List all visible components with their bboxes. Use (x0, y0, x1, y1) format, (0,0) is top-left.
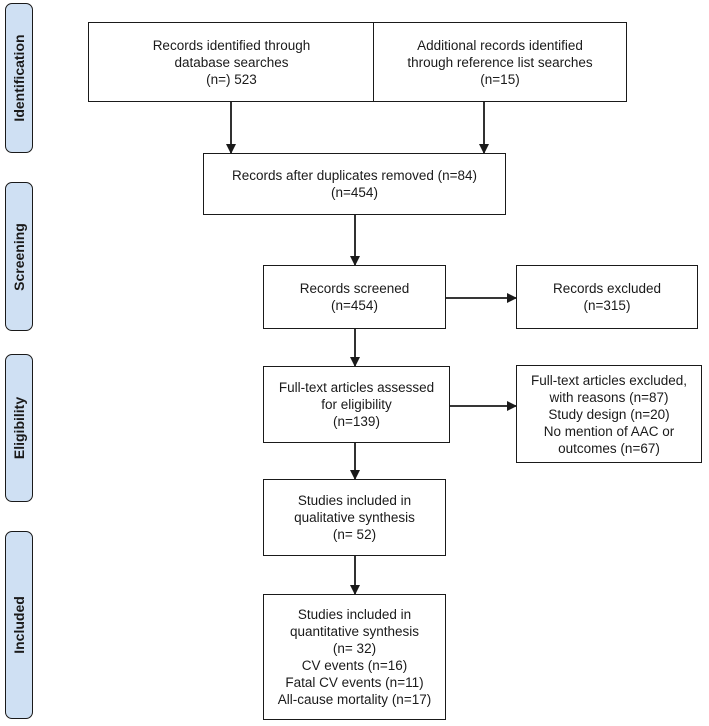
fulltext-assessed-line-2: for eligibility (321, 397, 392, 412)
quantitative-line-2: quantitative synthesis (289, 624, 420, 639)
fulltext-excluded-line-3: Study design (n=20) (548, 406, 670, 422)
qualitative-line-1: Studies included in (297, 493, 412, 508)
fulltext-excluded-line-1: Full-text articles excluded, (530, 372, 688, 388)
phase-screening: Screening (5, 182, 33, 331)
phase-included: Included (5, 531, 33, 719)
records-screened-line-2: (n=454) (331, 298, 378, 313)
records-screened-line-1: Records screened (299, 281, 410, 296)
box-database-records: Records identified through database sear… (88, 22, 375, 102)
qualitative-line-2: qualitative synthesis (294, 510, 415, 525)
box-fulltext-assessed: Full-text articles assessed for eligibil… (263, 366, 450, 443)
additional-records-line-3: (n=15) (480, 71, 520, 87)
database-records-line-1: Records identified through (152, 37, 311, 53)
box-qualitative-synthesis: Studies included in qualitative synthesi… (263, 479, 446, 556)
records-excluded-line-2: (n=315) (583, 298, 631, 313)
box-records-excluded: Records excluded (n=315) (516, 265, 698, 329)
quantitative-line-1: Studies included in (297, 607, 412, 622)
fulltext-assessed-line-3: (n=139) (333, 414, 380, 429)
after-duplicates-line-1: Records after duplicates removed (n=84) (232, 168, 477, 183)
additional-records-line-2: through reference list searches (407, 54, 593, 70)
box-additional-records: Additional records identified through re… (373, 22, 627, 102)
box-quantitative-synthesis: Studies included in quantitative synthes… (263, 594, 446, 720)
quantitative-line-4: CV events (n=16) (301, 658, 408, 673)
box-after-duplicates: Records after duplicates removed (n=84) … (203, 153, 506, 215)
records-excluded-line-1: Records excluded (552, 281, 662, 296)
fulltext-assessed-line-1: Full-text articles assessed (278, 380, 435, 395)
quantitative-line-6: All-cause mortality (n=17) (277, 692, 432, 707)
box-fulltext-excluded: Full-text articles excluded, with reason… (516, 365, 702, 463)
database-records-line-2: database searches (174, 54, 289, 70)
after-duplicates-line-2: (n=454) (331, 185, 378, 200)
additional-records-line-1: Additional records identified (417, 37, 583, 53)
database-records-line-3: (n=) 523 (206, 71, 257, 87)
phase-eligibility: Eligibility (5, 354, 33, 502)
qualitative-line-3: (n= 52) (332, 527, 377, 542)
phase-identification: Identification (5, 3, 33, 153)
quantitative-line-5: Fatal CV events (n=11) (285, 675, 424, 690)
fulltext-excluded-line-4: No mention of AAC or (543, 423, 675, 439)
box-records-screened: Records screened (n=454) (263, 265, 446, 329)
fulltext-excluded-line-5: outcomes (n=67) (558, 440, 660, 456)
quantitative-line-3: (n= 32) (332, 641, 377, 656)
fulltext-excluded-line-2: with reasons (n=87) (549, 389, 669, 405)
